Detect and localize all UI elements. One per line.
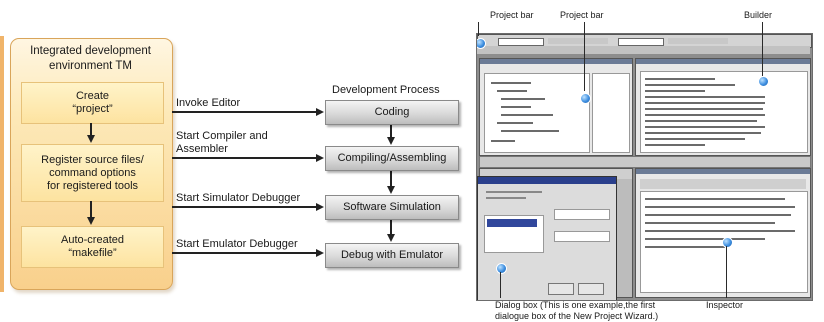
- action-label-start-simulator: Start Simulator Debugger: [176, 192, 301, 204]
- action-label-start-emulator: Start Emulator Debugger: [176, 238, 298, 250]
- inspector-window: [635, 168, 811, 298]
- accent-strip: [0, 36, 4, 292]
- toolbar-strip: [477, 34, 812, 48]
- process-step-simulation: Software Simulation: [325, 195, 459, 220]
- callout-dot-project-bar-2: [580, 93, 591, 104]
- action-label-start-compiler: Start Compiler and Assembler: [176, 130, 268, 155]
- callout-builder: Builder: [744, 10, 773, 20]
- new-project-dialog: [477, 176, 617, 300]
- callout-dot-inspector: [722, 237, 733, 248]
- ide-panel-title: Integrated development environment TM: [30, 45, 151, 72]
- callout-dialog: Dialog box (This is one example,the firs…: [495, 300, 659, 321]
- project-window: [479, 58, 633, 156]
- process-step-compiling: Compiling/Assembling: [325, 146, 459, 171]
- leader-builder: [762, 22, 763, 76]
- process-step-coding: Coding: [325, 100, 459, 125]
- leader-inspector: [726, 246, 727, 298]
- leader-dialog: [500, 272, 501, 298]
- callout-project-bar-2: Project bar: [560, 10, 604, 20]
- callout-dot-project-bar-1: [477, 38, 486, 49]
- process-step-emulator: Debug with Emulator: [325, 243, 459, 268]
- ide-step-makefile: Auto-created “makefile”: [21, 226, 164, 268]
- leader-project-bar-2: [584, 22, 585, 91]
- ide-screenshot: [476, 33, 813, 301]
- callout-dot-dialog: [496, 263, 507, 274]
- callout-inspector: Inspector: [706, 300, 744, 310]
- callout-dot-builder: [758, 76, 769, 87]
- ide-step-register-sources: Register source files/ command options f…: [21, 144, 164, 202]
- builder-window: [635, 58, 811, 156]
- callout-project-bar-1: Project bar: [490, 10, 534, 20]
- leader-project-bar-1: [478, 22, 479, 36]
- process-heading: Development Process: [332, 84, 440, 96]
- action-label-invoke-editor: Invoke Editor: [176, 97, 241, 109]
- ide-step-create-project: Create “project”: [21, 82, 164, 124]
